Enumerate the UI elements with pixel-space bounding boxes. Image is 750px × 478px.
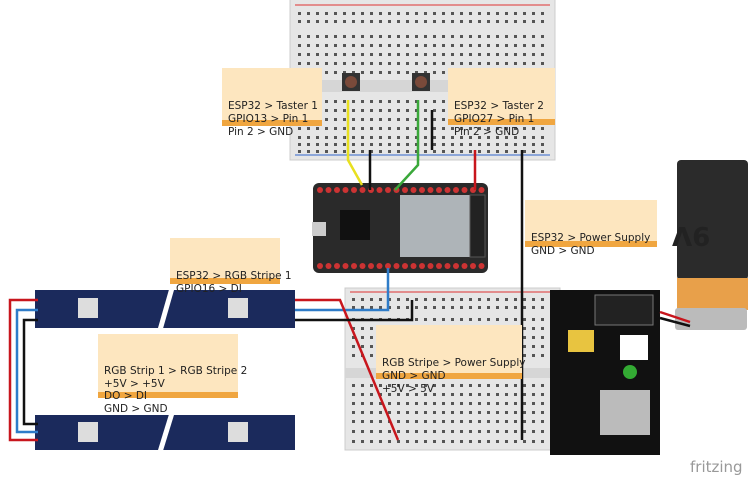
esp32-pin: [342, 187, 349, 193]
esp32-pin: [376, 263, 383, 269]
note-line: +5V > 5V: [382, 383, 434, 395]
esp32-pin: [325, 187, 332, 193]
esp32-pin: [342, 263, 349, 269]
esp32-board: [312, 183, 488, 273]
fritzing-logo: fritzing: [690, 458, 743, 476]
note-line: RGB Stripe > Power Supply: [382, 357, 526, 369]
esp32-pin: [436, 187, 442, 193]
esp32-pin: [317, 187, 323, 193]
battery-label: 9V: [672, 220, 711, 250]
esp32-pin: [444, 263, 451, 269]
esp32-pin: [334, 187, 340, 193]
esp32-pin: [470, 263, 476, 269]
esp32-pin: [436, 263, 442, 269]
esp32-pin: [478, 187, 485, 193]
esp32-pin: [317, 263, 323, 269]
esp32-pin: [402, 187, 408, 193]
esp32-pin: [461, 263, 468, 269]
note-line: Pin 2 > GND: [228, 126, 294, 138]
esp32-pin: [427, 187, 434, 193]
note-line: Pin 2 > GND: [454, 126, 520, 138]
wires: [8, 100, 691, 442]
esp32-pin: [444, 187, 451, 193]
esp32-pin: [478, 263, 485, 269]
note-line: DO > DI: [104, 390, 148, 402]
note-line: GND > GND: [382, 370, 446, 382]
note-line: ESP32 > Taster 2: [454, 100, 544, 112]
esp32-pin: [385, 263, 391, 269]
esp32-pin: [427, 263, 434, 269]
esp32-pin: [385, 187, 391, 193]
note-line: ESP32 > Taster 1: [228, 100, 318, 112]
note-line: GPIO13 > Pin 1: [228, 113, 309, 125]
note-line: GND > GND: [104, 402, 168, 415]
note-line: GPIO16 > DI: [176, 283, 242, 295]
esp32-pin: [325, 263, 332, 269]
esp32-pin: [419, 187, 425, 193]
esp32-pin: [359, 263, 366, 269]
esp32-pin: [410, 263, 417, 269]
esp32-pin: [410, 187, 417, 193]
rgb-strip-2: [35, 412, 295, 453]
esp32-pin: [376, 187, 383, 193]
note-line: GPIO27 > Pin 1: [454, 113, 535, 125]
note-line: ESP32 > Power Supply: [531, 232, 651, 244]
battery-9v: [675, 160, 748, 330]
note-line: +5V > +5V: [104, 377, 165, 390]
note-line: GND > GND: [531, 245, 595, 257]
esp32-pin: [359, 187, 366, 193]
esp32-pin: [351, 263, 357, 269]
esp32-pin: [461, 187, 468, 193]
power-supply-module: [550, 290, 660, 455]
rgb-strip-1: [35, 287, 295, 331]
esp32-pin: [351, 187, 357, 193]
esp32-pin: [334, 263, 340, 269]
esp32-pin: [402, 263, 408, 269]
esp32-pin: [453, 187, 459, 193]
esp32-pin: [368, 263, 374, 269]
note-line: ESP32 > RGB Stripe 1: [176, 270, 292, 282]
esp32-pin: [393, 263, 400, 269]
note-line: RGB Strip 1 > RGB Stripe 2: [104, 365, 248, 377]
esp32-pin: [419, 263, 425, 269]
esp32-pin: [453, 263, 459, 269]
